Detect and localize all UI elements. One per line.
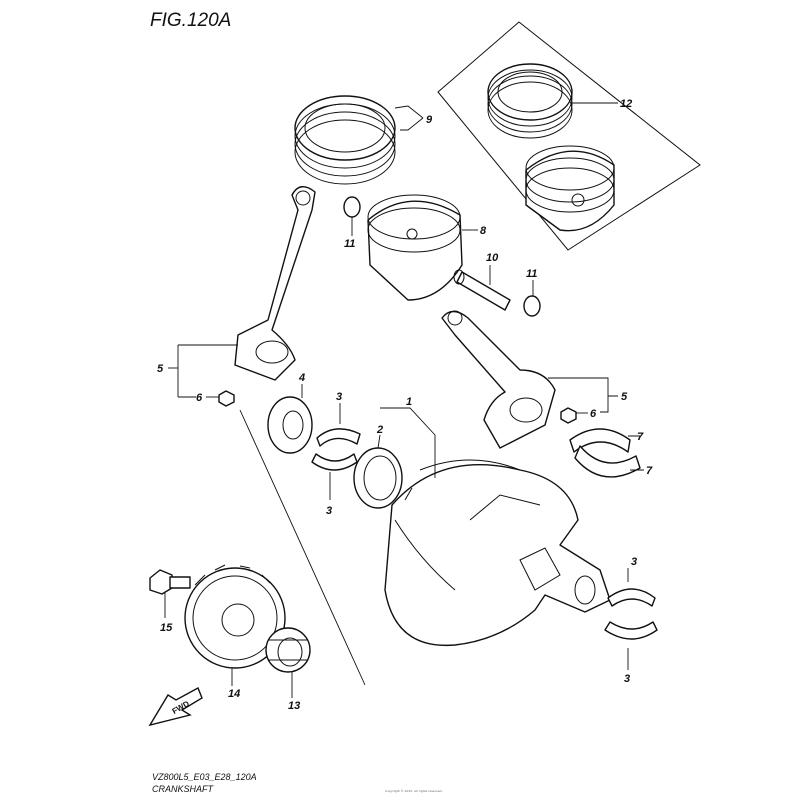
piston [367,194,463,301]
callout-4: 4 [298,372,305,384]
nut-right [560,407,577,424]
connecting-rod-left [234,186,316,381]
callout-9: 9 [426,114,433,126]
piston-rings [294,95,396,185]
nut-left [218,390,235,407]
primary-drive-gear [184,564,286,669]
conrod-bearings [569,428,641,478]
gear-bolt [149,569,191,595]
callout-5-left: 5 [157,363,164,375]
piston-set-box [437,21,701,251]
callout-8: 8 [480,225,487,237]
callout-3-lower-left: 3 [326,505,332,517]
callout-6-right: 6 [590,408,597,420]
connecting-rod-right [441,310,556,449]
callout-14: 14 [228,688,240,700]
figure-title: FIG.120A [150,10,231,31]
thrust-washer [267,396,313,454]
model-code: VZ800L5_E03_E28_120A [152,772,257,782]
callout-7-upper: 7 [637,431,644,443]
callout-13: 13 [288,700,300,712]
callout-12: 12 [620,98,632,110]
piston-set-drawing [487,63,615,232]
journal-bearings-left [311,428,361,471]
thrust-ring [353,447,403,509]
callout-11-left: 11 [344,238,355,250]
fine-print: Copyright © 2015, All rights reserved. [385,789,443,793]
callout-11-right: 11 [526,268,537,280]
callout-15: 15 [160,622,173,634]
callout-2: 2 [376,424,383,436]
assembly-bracket [239,409,366,686]
leader-lines [164,102,644,698]
callout-1: 1 [406,396,412,408]
crankshaft [384,459,611,647]
callout-3-upper-right: 3 [631,556,637,568]
figure-name: CRANKSHAFT [152,784,215,794]
callout-10: 10 [486,252,499,264]
callout-3-lower-right: 3 [624,673,630,685]
callout-5-right: 5 [621,391,628,403]
circlip-left [343,196,361,218]
circlip-right [523,295,541,317]
fwd-arrow-icon: FWD [148,687,203,727]
crank-gear [265,627,311,673]
journal-bearings-right [604,588,658,640]
piston-pin [453,269,511,311]
callout-3-upper-left: 3 [336,391,342,403]
callout-7-lower: 7 [646,465,653,477]
callout-6-left: 6 [196,392,203,404]
